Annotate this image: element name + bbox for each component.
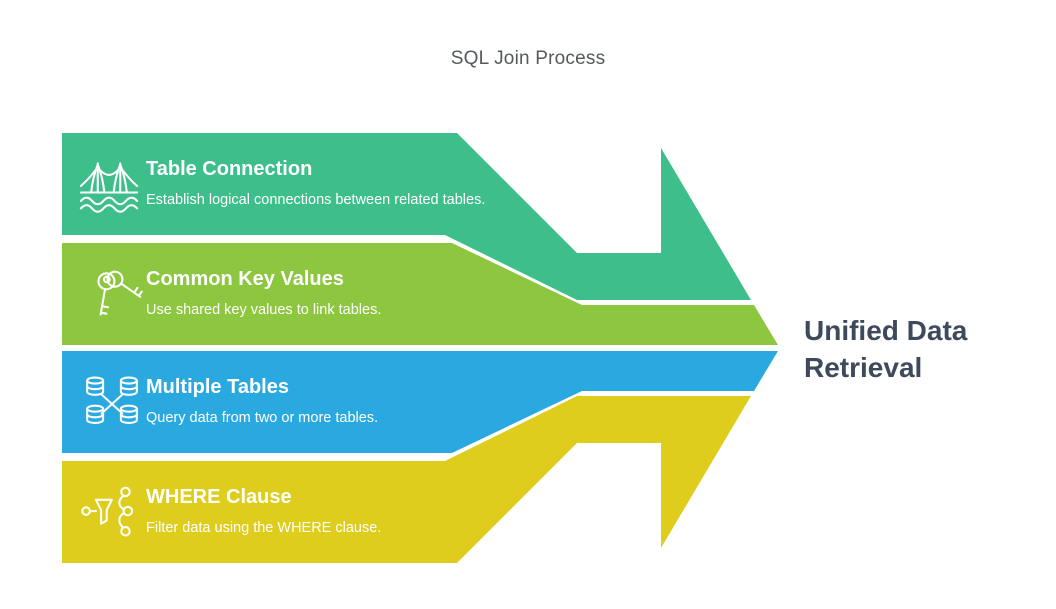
step2-band-shape (62, 243, 778, 345)
database-tables-icon (82, 374, 142, 434)
keys-icon (84, 267, 144, 327)
step-table-connection: Table Connection Establish logical conne… (146, 133, 491, 236)
step3-band-shape (62, 351, 778, 453)
step-title: Multiple Tables (146, 376, 289, 398)
result-label: Unified Data Retrieval (804, 315, 968, 383)
step1-band-shape (62, 133, 751, 300)
step-description: Use shared key values to link tables. (146, 302, 382, 318)
step-title: WHERE Clause (146, 486, 292, 508)
step-title: Common Key Values (146, 268, 344, 290)
step-multiple-tables: Multiple Tables Query data from two or m… (146, 351, 491, 454)
step-description: Filter data using the WHERE clause. (146, 520, 382, 536)
step-description: Query data from two or more tables. (146, 410, 379, 426)
step-description: Establish logical connections between re… (146, 192, 486, 208)
step4-band-shape (62, 396, 751, 563)
diagram-title: SQL Join Process (450, 48, 606, 69)
filter-icon (80, 482, 140, 542)
step-common-key-values: Common Key Values Use shared key values … (146, 243, 491, 346)
step-where-clause: WHERE Clause Filter data using the WHERE… (146, 461, 491, 564)
bridge-icon (79, 155, 139, 215)
step-title: Table Connection (146, 158, 313, 180)
